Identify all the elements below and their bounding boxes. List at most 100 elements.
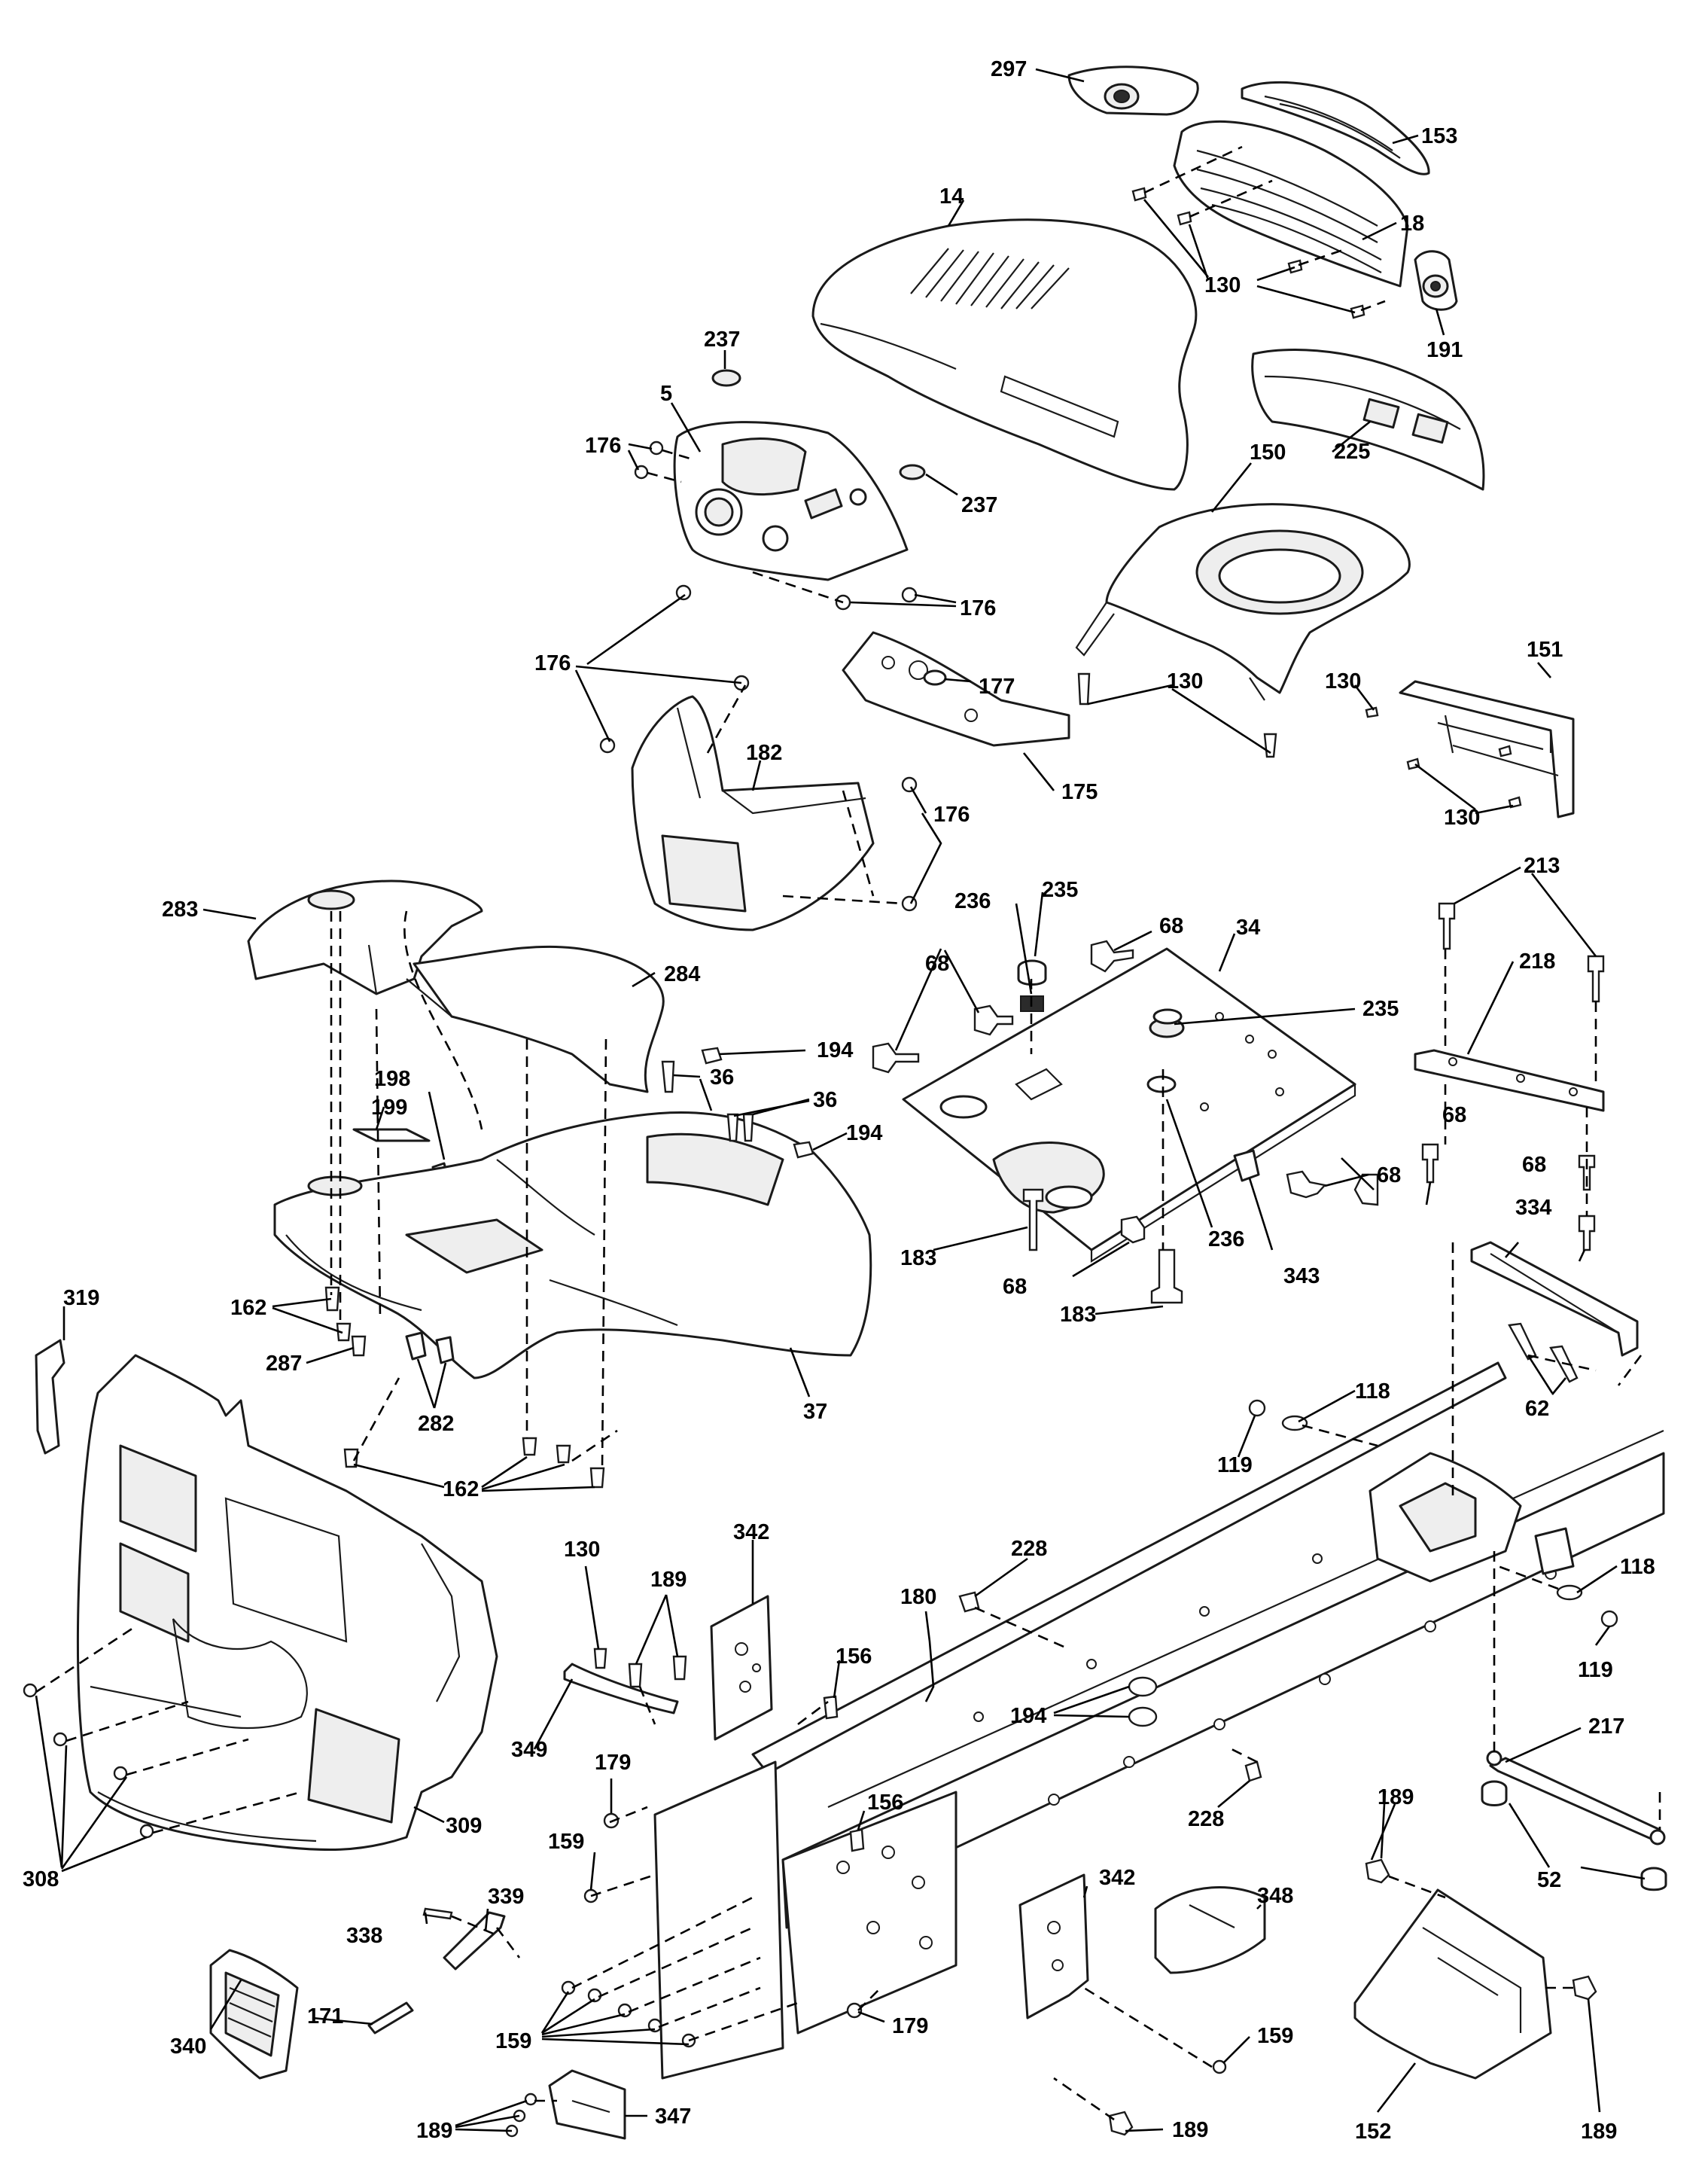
part-152-skid [1353,1888,1552,2080]
callout-118-a: 118 [1355,1379,1390,1404]
part-348-guard [1154,1886,1266,1974]
callout-175: 175 [1061,780,1098,804]
callout-339: 339 [488,1885,524,1909]
callout-218: 218 [1519,949,1555,974]
part-218-bracket [1414,1049,1605,1112]
callout-150: 150 [1250,440,1286,465]
part-349-strap [563,1663,679,1715]
callout-282: 282 [418,1412,454,1436]
callout-130-a: 130 [1204,273,1241,297]
part-177-grommet [923,669,947,686]
callout-198: 198 [374,1067,410,1091]
callout-189-e: 189 [1581,2120,1617,2144]
callout-342-a: 342 [733,1520,769,1544]
callout-228-a: 228 [1011,1537,1047,1561]
part-191-knob [1414,250,1458,311]
part-151-bracket [1399,680,1575,818]
callout-287: 287 [266,1352,302,1376]
callout-159-b: 159 [495,2029,531,2053]
part-171-rod [367,2001,414,2035]
callout-340: 340 [170,2035,206,2059]
callout-52: 52 [1537,1868,1561,1892]
callout-180: 180 [900,1585,936,1609]
callout-176-c: 176 [534,651,571,675]
callout-179-a: 179 [595,1751,631,1775]
callout-68-a: 68 [1159,914,1183,938]
callout-36-a: 36 [710,1065,734,1090]
part-342-bracket-lower [1018,1873,1089,2019]
part-153-grille-insert [1241,81,1430,175]
callout-235-b: 235 [1362,997,1399,1021]
callout-171: 171 [307,2004,343,2028]
callout-68-b: 68 [925,952,949,976]
callout-159-c: 159 [1257,2024,1293,2048]
callout-236-b: 236 [1208,1227,1244,1251]
part-52-bushing-a [1481,1780,1508,1806]
callout-342-b: 342 [1099,1866,1135,1890]
callout-236-a: 236 [954,889,991,913]
part-182-dash-housing [631,695,875,931]
part-284-cushion [406,945,665,1093]
part-237-cap-b [899,464,926,480]
part-297-headlight-lens [1067,66,1199,116]
part-14-hood [811,218,1198,491]
part-150-fender-well [1075,503,1411,701]
callout-225: 225 [1334,440,1370,464]
callout-213: 213 [1524,854,1560,878]
callout-179-b: 179 [892,2014,928,2038]
callout-156-b: 156 [867,1791,903,1815]
callout-68-d: 68 [1377,1163,1401,1187]
callout-68-f: 68 [1003,1275,1027,1299]
callout-349: 349 [511,1738,547,1762]
callout-5: 5 [660,382,672,406]
part-340-screen [209,1949,299,2080]
callout-182: 182 [746,741,782,765]
callout-37: 37 [803,1400,827,1424]
callout-36-b: 36 [813,1088,837,1112]
callout-228-b: 228 [1188,1807,1224,1831]
callout-176-a: 176 [585,434,621,458]
part-236-nut-b [1146,1075,1177,1093]
callout-217: 217 [1588,1715,1624,1739]
leader-lines [35,68,1646,2132]
callout-334: 334 [1515,1196,1551,1220]
part-237-cap-a [711,369,741,387]
callout-118-b: 118 [1620,1555,1655,1579]
part-319-bracket [35,1339,65,1455]
callout-162-b: 162 [443,1477,479,1501]
alignment-lines [35,145,1661,2121]
callout-176-b: 176 [960,596,996,620]
callout-194-a: 194 [817,1038,853,1062]
callout-68-e: 68 [1522,1153,1546,1177]
callout-162-a: 162 [230,1296,266,1320]
part-18-grille [1173,120,1409,288]
part-343-clip [1233,1149,1260,1182]
part-34-plate [902,947,1356,1263]
part-342-bracket-upper [710,1595,773,1741]
callout-237-a: 237 [704,328,740,352]
callout-183-b: 183 [1060,1303,1096,1327]
callout-309: 309 [446,1814,482,1838]
callout-119-b: 119 [1578,1658,1613,1682]
part-339-link [443,1911,506,1971]
callout-152: 152 [1355,2120,1391,2144]
part-282-clip-b [435,1336,455,1364]
callout-130-c: 130 [1325,669,1361,693]
callout-191: 191 [1426,338,1463,362]
callout-130-b: 130 [1167,669,1203,693]
callout-153: 153 [1421,124,1457,148]
callout-34: 34 [1236,916,1260,940]
part-52-bushing-b [1640,1867,1667,1891]
part-282-clip-a [405,1331,427,1361]
part-199-clip [352,1128,431,1142]
callout-labels: 297 153 14 18 130 191 237 5 176 225 150 … [23,57,1655,2144]
callout-130-d: 130 [1444,806,1480,830]
callout-343: 343 [1283,1264,1320,1288]
part-5-dash-panel [673,421,909,581]
callout-297: 297 [991,57,1027,81]
callout-338: 338 [346,1924,382,1948]
part-217-rod [1486,1750,1666,1846]
part-283-cover [247,879,483,995]
callout-62: 62 [1525,1397,1549,1421]
